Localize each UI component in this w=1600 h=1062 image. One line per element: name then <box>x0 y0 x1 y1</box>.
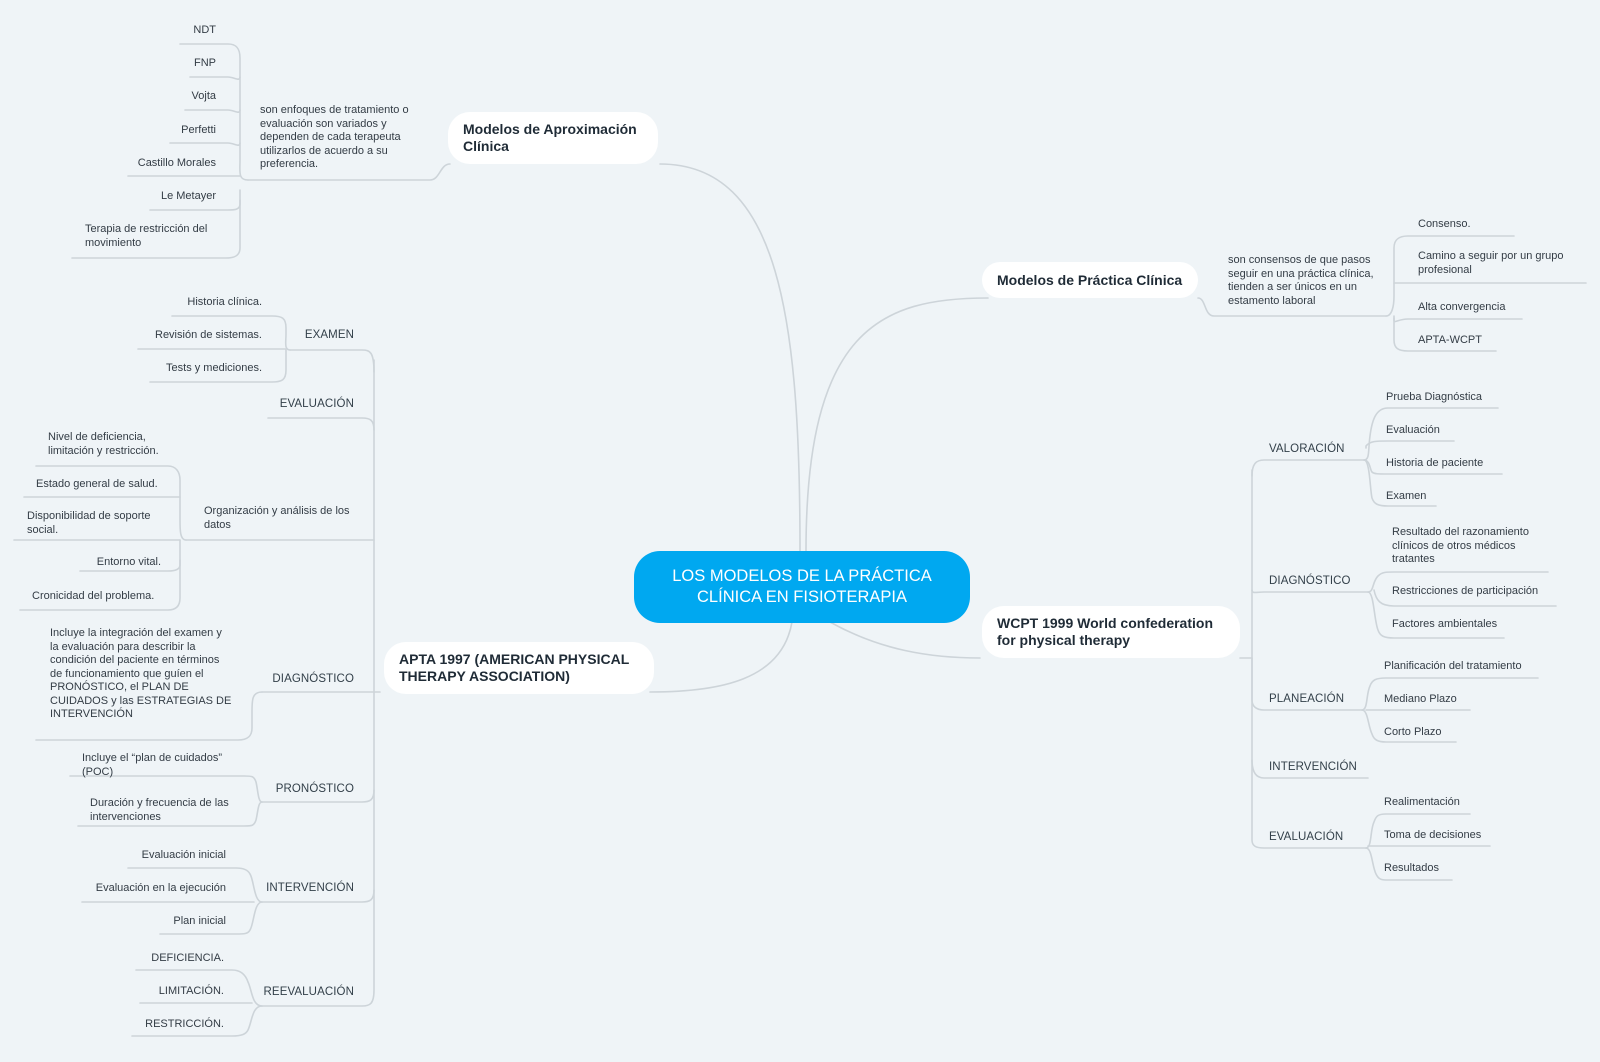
apta-diagnostico[interactable]: DIAGNÓSTICO <box>272 673 354 685</box>
wcpt-diagnostico[interactable]: DIAGNÓSTICO <box>1269 575 1351 587</box>
apta-organizacion-item[interactable]: Nivel de deficiencia, limitación y restr… <box>48 431 159 457</box>
central-topic[interactable]: LOS MODELOS DE LA PRÁCTICA CLÍNICA EN FI… <box>634 551 970 623</box>
aproximacion-item-fnp[interactable]: FNP <box>194 57 216 69</box>
practica-item[interactable]: Camino a seguir por un grupo profesional <box>1418 250 1564 276</box>
topic-apta-1997[interactable]: APTA 1997 (AMERICAN PHYSICAL THERAPY ASS… <box>384 642 654 694</box>
apta-organizacion-item[interactable]: Cronicidad del problema. <box>32 590 155 602</box>
wcpt-planeacion-item[interactable]: Planificación del tratamiento <box>1384 660 1522 672</box>
apta-intervencion-item[interactable]: Evaluación en la ejecución <box>95 882 226 894</box>
aproximacion-description[interactable]: son enfoques de tratamiento o evaluación… <box>260 104 409 170</box>
wcpt-planeacion-item[interactable]: Corto Plazo <box>1384 726 1442 738</box>
apta-examen-item[interactable]: Historia clínica. <box>187 296 262 308</box>
topic-wcpt-1999[interactable]: WCPT 1999 World confederation for physic… <box>982 606 1240 658</box>
apta-pronostico-item[interactable]: Duración y frecuencia de las intervencio… <box>90 797 229 823</box>
aproximacion-item-vojta[interactable]: Vojta <box>191 90 216 102</box>
aproximacion-item-castillo-morales[interactable]: Castillo Morales <box>137 157 216 169</box>
apta-examen[interactable]: EXAMEN <box>304 329 354 341</box>
apta-intervencion-item[interactable]: Plan inicial <box>173 915 226 927</box>
wcpt-evaluacion-item[interactable]: Resultados <box>1384 862 1440 874</box>
wcpt-diagnostico-item[interactable]: Resultado del razonamiento clínicos de o… <box>1392 526 1529 565</box>
wcpt-evaluacion-item[interactable]: Toma de decisiones <box>1384 829 1482 841</box>
wcpt-diagnostico-item[interactable]: Restricciones de participación <box>1392 585 1539 597</box>
apta-reevaluacion-item[interactable]: DEFICIENCIA. <box>151 952 224 964</box>
apta-organizacion-item[interactable]: Estado general de salud. <box>36 478 158 490</box>
wcpt-valoracion-item[interactable]: Examen <box>1386 490 1427 502</box>
apta-reevaluacion[interactable]: REEVALUACIÓN <box>263 986 354 998</box>
apta-pronostico-item[interactable]: Incluye el “plan de cuidados” (POC) <box>82 752 223 778</box>
apta-examen-item[interactable]: Tests y mediciones. <box>166 362 262 374</box>
wcpt-planeacion[interactable]: PLANEACIÓN <box>1269 693 1345 705</box>
wcpt-evaluacion[interactable]: EVALUACIÓN <box>1269 831 1344 843</box>
topic-apta-1997-label: APTA 1997 (AMERICAN PHYSICAL THERAPY ASS… <box>399 651 630 684</box>
aproximacion-item-ndt[interactable]: NDT <box>193 24 216 36</box>
topic-modelos-aproximacion[interactable]: Modelos de Aproximación Clínica <box>448 112 658 164</box>
apta-examen-item[interactable]: Revisión de sistemas. <box>155 329 262 341</box>
apta-intervencion[interactable]: INTERVENCIÓN <box>266 882 354 894</box>
apta-organizacion-item[interactable]: Entorno vital. <box>96 556 161 568</box>
wcpt-valoracion-item[interactable]: Historia de paciente <box>1386 457 1484 469</box>
practica-description[interactable]: son consensos de que pasos seguir en una… <box>1228 254 1374 307</box>
apta-pronostico[interactable]: PRONÓSTICO <box>275 783 354 795</box>
aproximacion-item-le-metayer[interactable]: Le Metayer <box>160 190 216 202</box>
wcpt-valoracion-item[interactable]: Evaluación <box>1386 424 1440 436</box>
topic-wcpt-1999-label: WCPT 1999 World confederation for physic… <box>997 615 1213 648</box>
apta-organizacion[interactable]: Organización y análisis de los datos <box>204 505 350 531</box>
apta-intervencion-item[interactable]: Evaluación inicial <box>141 849 226 861</box>
apta-reevaluacion-item[interactable]: LIMITACIÓN. <box>158 985 224 997</box>
apta-organizacion-item[interactable]: Disponibilidad de soporte social. <box>27 510 151 536</box>
aproximacion-item-perfetti[interactable]: Perfetti <box>181 124 216 136</box>
topic-modelos-practica-label: Modelos de Práctica Clínica <box>997 271 1183 288</box>
topic-modelos-practica[interactable]: Modelos de Práctica Clínica <box>982 262 1198 298</box>
practica-item[interactable]: Alta convergencia <box>1418 301 1506 313</box>
wcpt-planeacion-item[interactable]: Mediano Plazo <box>1384 693 1457 705</box>
wcpt-valoracion[interactable]: VALORACIÓN <box>1269 443 1345 455</box>
apta-diagnostico-detail[interactable]: Incluye la integración del examen y la e… <box>50 627 232 720</box>
wcpt-intervencion[interactable]: INTERVENCIÓN <box>1269 761 1357 773</box>
wcpt-valoracion-item[interactable]: Prueba Diagnóstica <box>1386 391 1483 403</box>
apta-reevaluacion-item[interactable]: RESTRICCIÓN. <box>145 1018 224 1030</box>
central-topic-label: LOS MODELOS DE LA PRÁCTICA CLÍNICA EN FI… <box>672 567 932 606</box>
apta-evaluacion[interactable]: EVALUACIÓN <box>279 398 354 410</box>
practica-item[interactable]: Consenso. <box>1418 218 1471 230</box>
wcpt-diagnostico-item[interactable]: Factores ambientales <box>1392 618 1498 630</box>
wcpt-evaluacion-item[interactable]: Realimentación <box>1384 796 1460 808</box>
practica-item[interactable]: APTA-WCPT <box>1418 334 1482 346</box>
aproximacion-item-terapia-restriccion[interactable]: Terapia de restricción del movimiento <box>85 223 208 249</box>
topic-modelos-aproximacion-label: Modelos de Aproximación Clínica <box>463 121 637 154</box>
